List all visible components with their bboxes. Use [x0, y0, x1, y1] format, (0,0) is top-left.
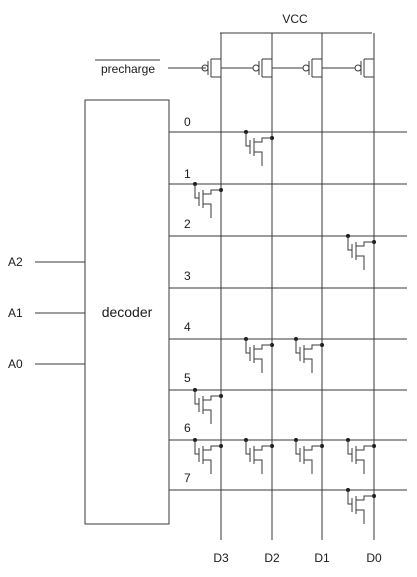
nmos-drain	[203, 395, 221, 401]
cell-nmos-r6-c2	[294, 438, 324, 474]
cell-transistors	[193, 130, 376, 524]
nmos-source	[254, 151, 263, 166]
cell-nmos-r7-c3	[346, 488, 376, 524]
nmos-drain	[356, 445, 374, 451]
nmos-gate-wire	[194, 390, 199, 405]
nmos-gate-wire	[245, 440, 250, 455]
word-line-label-2: 2	[184, 217, 191, 231]
nmos-source	[304, 358, 313, 373]
cell-nmos-r2-c3	[346, 234, 376, 270]
word-line-label-0: 0	[184, 115, 191, 129]
address-label-a2: A2	[8, 255, 23, 269]
precharge-pmos-0	[201, 58, 221, 78]
nmos-drain	[254, 445, 272, 451]
precharge-signal: precharge	[95, 59, 206, 76]
nmos-source	[254, 358, 263, 373]
bit-lines	[220, 33, 375, 540]
cell-nmos-r5-c0	[193, 388, 223, 424]
nmos-gate-wire	[245, 339, 250, 354]
nmos-drain	[254, 344, 272, 350]
nmos-gate-wire	[295, 339, 300, 354]
decoder-box	[84, 99, 170, 525]
nmos-drain	[304, 344, 322, 350]
cell-nmos-r6-c0	[193, 438, 223, 474]
pmos-gate-bubble	[302, 64, 310, 72]
nmos-source	[203, 409, 212, 424]
cell-nmos-r4-c2	[294, 337, 324, 373]
word-line-label-6: 6	[184, 421, 191, 435]
nmos-drain	[203, 189, 221, 195]
address-label-a0: A0	[8, 357, 23, 371]
word-line-label-5: 5	[184, 371, 191, 385]
precharge-label: precharge	[101, 62, 155, 76]
word-line-label-3: 3	[184, 269, 191, 283]
nmos-gate-wire	[295, 440, 300, 455]
bit-line-label-d1: D1	[314, 551, 330, 565]
decoder-label: decoder	[102, 304, 153, 320]
pmos-gate-bubble	[252, 64, 260, 72]
bit-line-labels: D3 D2 D1 D0	[213, 551, 382, 565]
bit-line-label-d2: D2	[264, 551, 280, 565]
nmos-gate-wire	[245, 132, 250, 147]
nmos-drain	[356, 241, 374, 247]
vcc-supply: VCC	[220, 12, 372, 34]
precharge-pmos-1	[221, 58, 272, 78]
word-line-label-4: 4	[184, 320, 191, 334]
nmos-source	[254, 459, 263, 474]
nmos-source	[304, 459, 313, 474]
nmos-drain	[304, 445, 322, 451]
nmos-gate-wire	[347, 440, 352, 455]
nmos-source	[356, 509, 365, 524]
address-inputs: A2 A1 A0	[8, 255, 85, 371]
nmos-source	[356, 255, 365, 270]
bit-line-label-d3: D3	[213, 551, 229, 565]
nmos-gate-wire	[194, 184, 199, 199]
word-line-label-1: 1	[184, 167, 191, 181]
word-line-label-7: 7	[184, 471, 191, 485]
cell-nmos-r6-c3	[346, 438, 376, 474]
nmos-drain	[254, 137, 272, 143]
nmos-gate-wire	[347, 236, 352, 251]
nmos-source	[203, 203, 212, 218]
nmos-source	[356, 459, 365, 474]
precharge-pmos-2	[272, 58, 322, 78]
address-label-a1: A1	[8, 306, 23, 320]
nmos-drain	[203, 445, 221, 451]
nmos-drain	[356, 495, 374, 501]
vcc-label: VCC	[282, 12, 308, 26]
precharge-transistors	[201, 58, 374, 78]
pmos-gate-bubble	[354, 64, 362, 72]
cell-nmos-r0-c1	[244, 130, 274, 166]
word-lines: 0 1 2 3 4 5 6 7	[169, 115, 407, 491]
cell-nmos-r1-c0	[193, 182, 223, 218]
precharge-pmos-3	[322, 58, 374, 78]
bit-line-label-d0: D0	[366, 551, 382, 565]
nmos-source	[203, 459, 212, 474]
nmos-gate-wire	[347, 490, 352, 505]
nmos-gate-wire	[194, 440, 199, 455]
cell-nmos-r6-c1	[244, 438, 274, 474]
cell-nmos-r4-c1	[244, 337, 274, 373]
decoder-block: decoder	[84, 99, 170, 525]
